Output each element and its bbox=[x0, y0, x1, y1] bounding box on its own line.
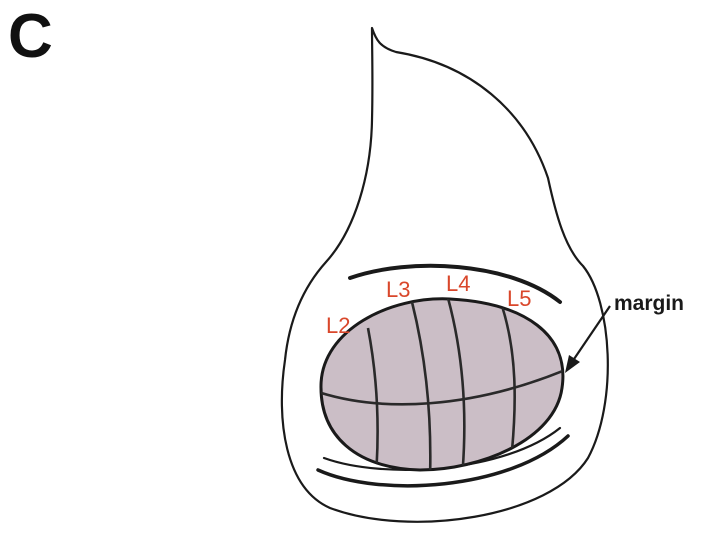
label-l2: L2 bbox=[326, 313, 350, 338]
label-l5: L5 bbox=[507, 286, 531, 311]
margin-arrow-line bbox=[572, 306, 610, 362]
margin-arrow-head bbox=[565, 355, 580, 373]
label-l3: L3 bbox=[386, 277, 410, 302]
label-margin: margin bbox=[614, 292, 684, 315]
label-l4: L4 bbox=[446, 271, 470, 296]
